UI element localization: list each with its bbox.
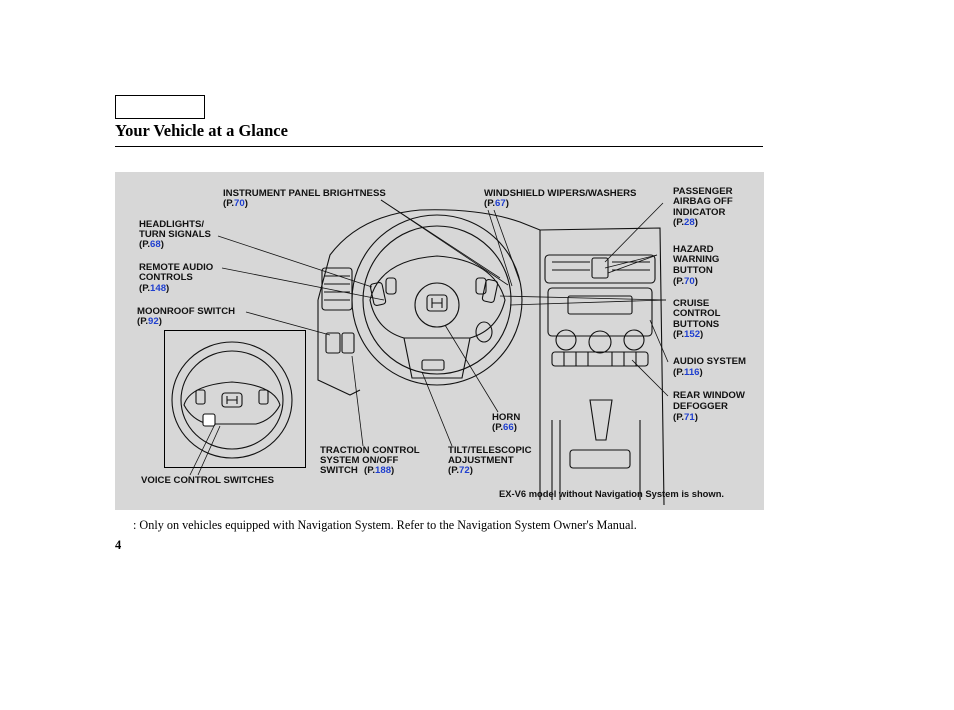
ref-remote-audio[interactable]: (P.148) — [139, 283, 170, 294]
ref-cruise[interactable]: (P.152) — [673, 329, 704, 340]
callout-tilt-1: TILT/TELESCOPIC — [448, 445, 532, 456]
callout-passenger-airbag-2: AIRBAG OFF — [673, 196, 733, 207]
callout-horn: HORN — [492, 412, 521, 423]
callout-cruise-2: CONTROL — [673, 308, 721, 319]
section-tab — [115, 95, 205, 119]
callout-passenger-airbag-3: INDICATOR — [673, 207, 726, 218]
callout-traction-1: TRACTION CONTROL — [320, 445, 420, 456]
callout-hazard-3: BUTTON — [673, 265, 713, 276]
callout-moonroof: MOONROOF SWITCH — [137, 306, 236, 317]
ref-hazard[interactable]: (P.70) — [673, 276, 698, 287]
ref-traction[interactable]: (P.188) — [364, 465, 395, 476]
callout-voice-control: VOICE CONTROL SWITCHES — [141, 475, 275, 486]
callout-rear-defogger-2: DEFOGGER — [673, 401, 728, 412]
callout-tilt-2: ADJUSTMENT — [448, 455, 514, 466]
callout-hazard-1: HAZARD — [673, 244, 714, 255]
callout-headlights-2: TURN SIGNALS — [139, 229, 211, 240]
ref-moonroof[interactable]: (P.92) — [137, 316, 162, 327]
ref-instrument-panel-brightness[interactable]: (P.70) — [223, 198, 248, 209]
ref-horn[interactable]: (P.66) — [492, 422, 517, 433]
ref-headlights[interactable]: (P.68) — [139, 239, 164, 250]
callout-cruise-1: CRUISE — [673, 298, 710, 309]
callout-remote-audio-1: REMOTE AUDIO — [139, 262, 214, 273]
callout-windshield-wipers: WINDSHIELD WIPERS/WASHERS — [484, 188, 637, 199]
ref-windshield-wipers[interactable]: (P.67) — [484, 198, 509, 209]
callout-hazard-2: WARNING — [673, 254, 720, 265]
page-number: 4 — [115, 538, 122, 552]
ref-rear-defogger[interactable]: (P.71) — [673, 412, 698, 423]
ref-audio-system[interactable]: (P.116) — [673, 367, 703, 378]
callout-cruise-3: BUTTONS — [673, 319, 720, 330]
ref-passenger-airbag[interactable]: (P.28) — [673, 217, 698, 228]
callout-traction-2: SYSTEM ON/OFF — [320, 455, 399, 466]
callout-instrument-panel-brightness: INSTRUMENT PANEL BRIGHTNESS — [223, 188, 386, 199]
callout-audio-system: AUDIO SYSTEM — [673, 356, 747, 367]
callout-remote-audio-2: CONTROLS — [139, 272, 193, 283]
inset-voice-wheel — [164, 330, 306, 468]
page-title: Your Vehicle at a Glance — [115, 121, 288, 140]
model-note: EX-V6 model without Navigation System is… — [499, 488, 725, 499]
title-rule — [115, 146, 763, 147]
callout-rear-defogger-1: REAR WINDOW — [673, 390, 745, 401]
callout-traction-3: SWITCH — [320, 465, 358, 476]
callout-passenger-airbag-1: PASSENGER — [673, 186, 733, 197]
callout-headlights-1: HEADLIGHTS/ — [139, 219, 205, 230]
footnote: : Only on vehicles equipped with Navigat… — [133, 518, 637, 532]
ref-tilt[interactable]: (P.72) — [448, 465, 473, 476]
